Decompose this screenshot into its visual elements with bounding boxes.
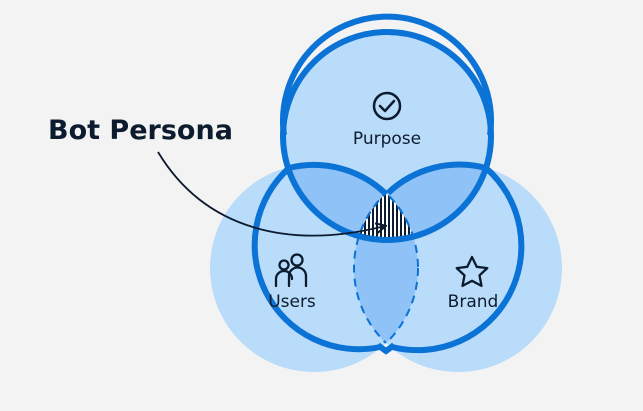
overlap-purpose-users [283,164,418,240]
callout-arrow [157,151,385,237]
circle-label-brand: Brand [448,292,499,312]
dashed-arc-brand-in-users [353,164,418,372]
outline-brand [385,161,525,354]
outline-purpose [280,13,494,136]
circle-label-purpose: Purpose [353,129,421,149]
dashed-arc-users-in-brand [354,164,419,372]
outline-purpose-full [280,29,494,243]
users-icon [274,253,308,288]
overlap-purpose-brand [354,164,491,240]
check-circle-icon [372,91,402,121]
outline-bottom-cusp [376,342,396,355]
circle-label-users: Users [268,292,316,312]
outline-users [251,161,389,353]
star-icon [455,255,489,288]
callout-title: Bot Persona [48,115,233,146]
